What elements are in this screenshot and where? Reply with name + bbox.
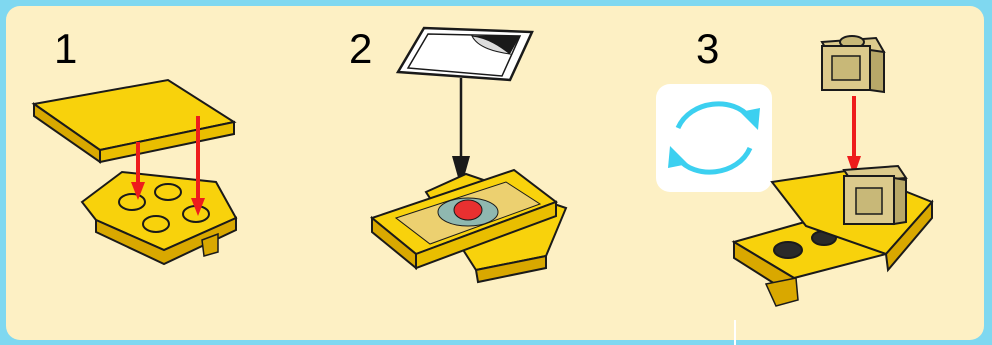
step3-assembly	[734, 166, 932, 306]
step1-tile	[34, 80, 234, 162]
step3-tan-brick-top	[822, 36, 884, 92]
divider	[734, 320, 736, 345]
sticker-icon	[398, 28, 532, 80]
instruction-panel: 1 2 3	[6, 6, 984, 340]
black-arrow-icon	[452, 78, 470, 188]
step1-wedge-plate	[82, 172, 236, 264]
red-arrow-icon-step3	[847, 96, 861, 176]
instruction-art	[6, 6, 984, 340]
step2-assembly	[372, 170, 566, 282]
